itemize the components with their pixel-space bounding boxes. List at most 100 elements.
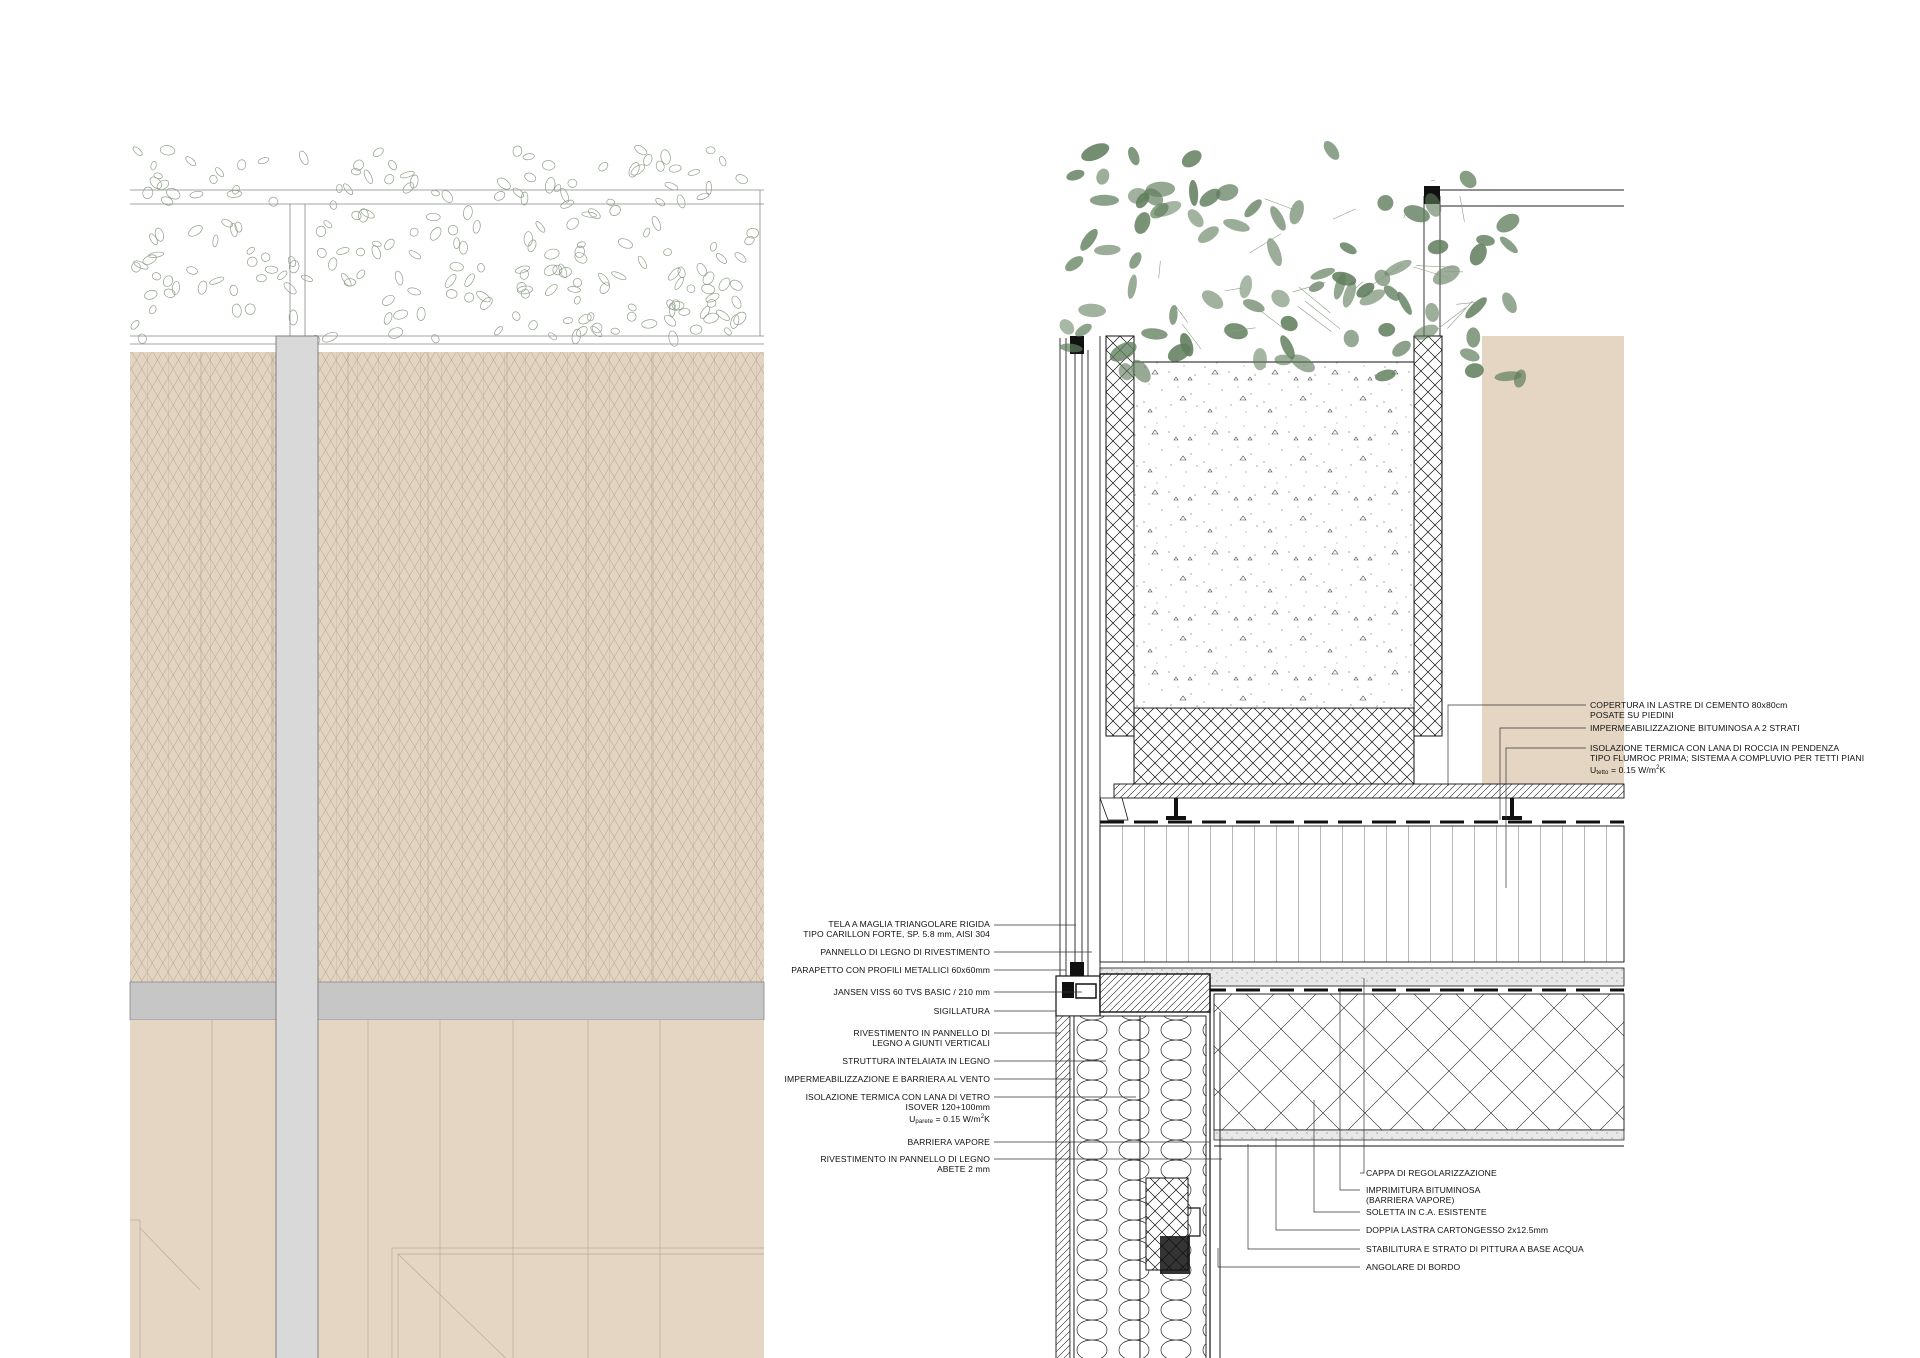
- leaf-outline: [150, 160, 157, 171]
- leaf: [1134, 212, 1151, 234]
- steel-post: [275, 335, 319, 1358]
- leaf-outline: [651, 215, 662, 231]
- label-impermeabilizzazione-bituminosa: IMPERMEABILIZZAZIONE BITUMINOSA A 2 STRA…: [1590, 723, 1800, 733]
- leaf-outline: [709, 241, 718, 252]
- leaf-outline: [363, 169, 373, 184]
- leaf: [1066, 169, 1085, 181]
- leaf: [1343, 329, 1359, 348]
- leaf-outline: [388, 327, 404, 339]
- label-soletta: SOLETTA IN C.A. ESISTENTE: [1366, 1207, 1487, 1217]
- leaf: [1244, 199, 1262, 218]
- leaf-outline: [351, 210, 362, 221]
- leaf-outline: [541, 160, 556, 171]
- leaf-outline: [733, 311, 747, 326]
- leaf-outline: [247, 256, 258, 268]
- leaf-outline: [520, 288, 530, 299]
- leaf-outline: [356, 269, 366, 279]
- leaf-outline: [718, 277, 731, 291]
- leaf: [1356, 282, 1375, 298]
- leaf-outline: [628, 303, 637, 312]
- leaf: [1199, 188, 1221, 207]
- leaf-outline: [519, 269, 529, 280]
- leaf-outline: [212, 234, 219, 248]
- leaf: [1339, 242, 1357, 255]
- leaf-outline: [372, 240, 382, 248]
- leaf-outline: [132, 146, 143, 156]
- leaf: [1499, 236, 1518, 254]
- existing-wall: [1482, 336, 1624, 786]
- leaf-outline: [144, 289, 158, 300]
- leaf: [1378, 322, 1396, 337]
- leaf-outline: [277, 270, 288, 280]
- timber-cladding: [130, 1020, 764, 1358]
- leaf-outline: [617, 238, 633, 249]
- u-tetto-value: Utetto = 0.15 W/m2K: [1590, 765, 1666, 776]
- leaf-outline: [520, 191, 529, 206]
- leaf: [1180, 332, 1194, 357]
- leader-lines-right: [1217, 704, 1586, 1268]
- leaf-outline: [515, 265, 530, 274]
- leaf-outline: [244, 303, 256, 315]
- leaf: [1145, 181, 1176, 197]
- leaf-outline: [472, 220, 481, 234]
- rock-wool-insulation: [1099, 825, 1625, 963]
- leaf-outline: [353, 159, 364, 171]
- leaf-outline: [209, 276, 225, 285]
- leaf-outline: [567, 178, 578, 188]
- leaf-outline: [572, 278, 582, 288]
- leaf: [1323, 140, 1340, 160]
- leaf-outline: [142, 186, 154, 199]
- existing-slab: [1213, 993, 1625, 1131]
- leaf-outline: [548, 332, 557, 341]
- stem: [1224, 287, 1242, 292]
- leaf-outline: [315, 225, 327, 237]
- leaf-outline: [209, 174, 218, 184]
- leaf: [1427, 239, 1449, 255]
- leaf-outline: [372, 147, 384, 157]
- leaf-outline: [599, 282, 610, 294]
- leaf-outline: [343, 183, 354, 196]
- leaf-outline: [161, 196, 174, 206]
- leaf-outline: [630, 164, 646, 176]
- leaf: [1375, 369, 1396, 382]
- leaf-outline: [429, 227, 442, 241]
- stem: [1415, 265, 1455, 268]
- leaf-outline: [701, 284, 716, 295]
- leaf-outline: [744, 236, 755, 246]
- leaf-outline: [394, 270, 404, 286]
- label-angolare: ANGOLARE DI BORDO: [1366, 1262, 1461, 1272]
- leaf-outline: [393, 309, 408, 320]
- leaf-outline: [137, 333, 147, 344]
- leaf-outline: [671, 299, 681, 310]
- leaf-outline: [686, 284, 696, 293]
- leaf-outline: [669, 303, 676, 317]
- leaf-outline: [535, 221, 546, 233]
- leaf-outline: [188, 225, 203, 237]
- leaf-outline: [517, 285, 533, 295]
- leaf: [1169, 305, 1178, 325]
- leaf: [1413, 324, 1439, 340]
- stem: [1144, 216, 1150, 233]
- stem: [1332, 208, 1356, 220]
- leaf-outline: [189, 190, 204, 199]
- leaf-outline: [399, 171, 415, 179]
- label-barriera-vapore: BARRIERA VAPORE: [907, 1137, 990, 1147]
- leaf-outline: [598, 272, 610, 286]
- stem: [1352, 281, 1364, 291]
- leaf-outline: [678, 308, 691, 316]
- leaf: [1403, 205, 1430, 223]
- leaf-outline: [687, 169, 701, 176]
- leaf: [1459, 170, 1477, 189]
- leaf-outline: [560, 199, 574, 209]
- leaf-outline: [464, 273, 475, 287]
- leaf-outline: [606, 198, 616, 206]
- label-impermeabilizzazione-vento: IMPERMEABILIZZAZIONE E BARRIERA AL VENTO: [784, 1074, 990, 1084]
- leaf-outline: [358, 208, 369, 223]
- leaf: [1383, 285, 1400, 301]
- leaf-outline: [268, 196, 279, 207]
- leaf-outline: [552, 264, 563, 276]
- leaf-outline: [512, 311, 521, 321]
- leaf-outline: [668, 164, 682, 173]
- stem: [1264, 198, 1294, 210]
